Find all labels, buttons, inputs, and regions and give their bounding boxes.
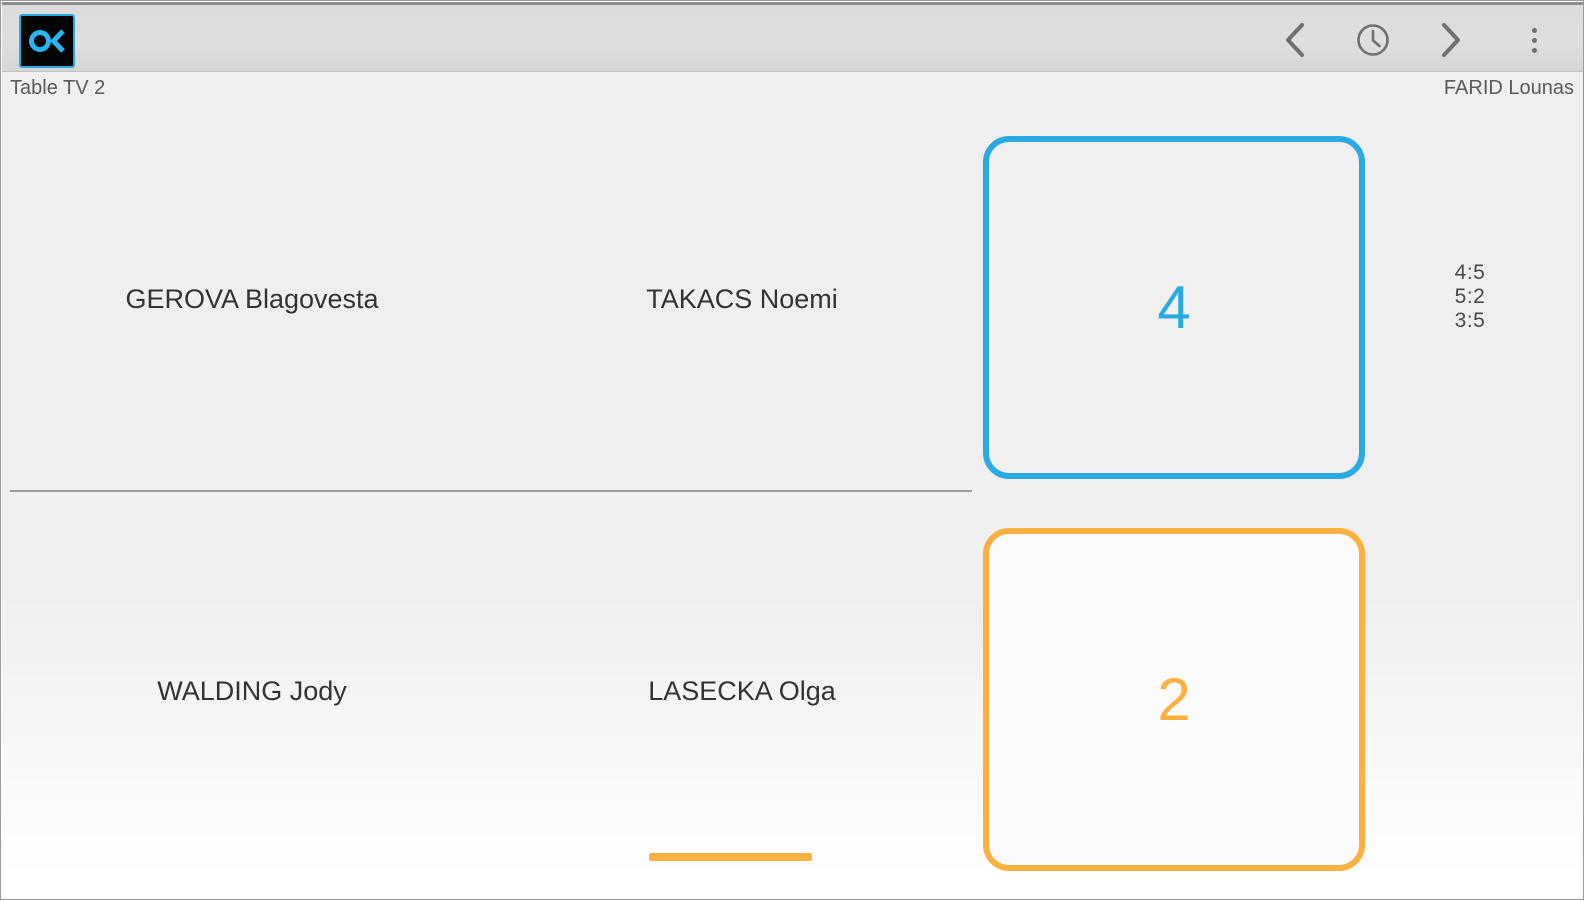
points-box-top[interactable]: 4 <box>983 136 1365 479</box>
oc-logo-icon[interactable] <box>19 14 75 68</box>
chevron-left-icon <box>1282 22 1308 58</box>
team-row-top: GEROVA Blagovesta TAKACS Noemi 4 <box>2 106 1583 492</box>
subheader: Table TV 2 FARID Lounas <box>2 72 1583 106</box>
toolbar <box>2 2 1583 72</box>
player-name-top-b: TAKACS Noemi <box>646 284 838 314</box>
previous-match-button[interactable] <box>1266 11 1324 69</box>
points-box-bottom[interactable]: 2 <box>983 528 1365 871</box>
points-value-bottom: 2 <box>1157 665 1191 733</box>
service-indicator-bar[interactable] <box>649 853 812 861</box>
points-value-top: 4 <box>1157 273 1191 341</box>
next-match-button[interactable] <box>1422 11 1480 69</box>
player-name-bottom-b: LASECKA Olga <box>648 676 836 706</box>
set-score-3: 3:5 <box>1454 309 1486 332</box>
set-score-2: 5:2 <box>1454 285 1486 308</box>
set-score-1: 4:5 <box>1454 261 1486 284</box>
team-row-bottom: WALDING Jody LASECKA Olga 2 <box>2 498 1583 883</box>
overflow-menu-button[interactable] <box>1514 11 1554 69</box>
player-name-top-a: GEROVA Blagovesta <box>125 284 379 314</box>
umpire-name: FARID Lounas <box>1443 77 1574 99</box>
scoreboard: GEROVA Blagovesta TAKACS Noemi 4 WALDING… <box>2 106 1583 899</box>
table-label: Table TV 2 <box>10 77 106 99</box>
set-scores-list: 4:5 5:2 3:5 <box>1430 261 1510 333</box>
chevron-right-icon <box>1438 22 1464 58</box>
match-history-button[interactable] <box>1344 11 1402 69</box>
team-divider <box>10 490 972 492</box>
player-name-bottom-a: WALDING Jody <box>157 676 347 706</box>
clock-icon <box>1355 22 1391 58</box>
more-vertical-icon <box>1531 27 1537 53</box>
